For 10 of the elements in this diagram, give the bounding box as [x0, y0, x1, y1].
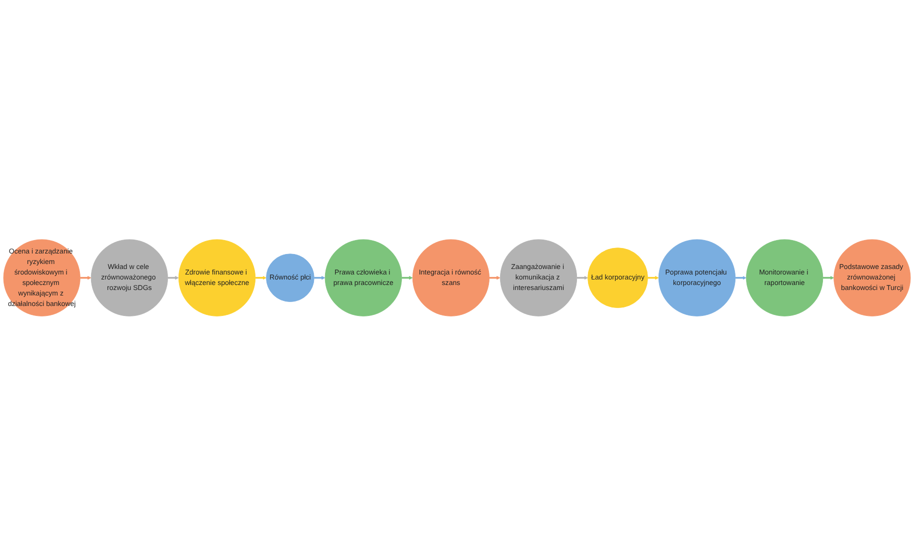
arrow [648, 276, 659, 280]
arrow [255, 276, 266, 280]
arrow [80, 276, 92, 280]
arrow [822, 276, 834, 280]
arrow [735, 276, 746, 280]
arrow [576, 276, 588, 280]
arrow [314, 276, 326, 280]
arrow [489, 276, 500, 280]
arrow [168, 276, 179, 280]
arrow [402, 276, 413, 280]
